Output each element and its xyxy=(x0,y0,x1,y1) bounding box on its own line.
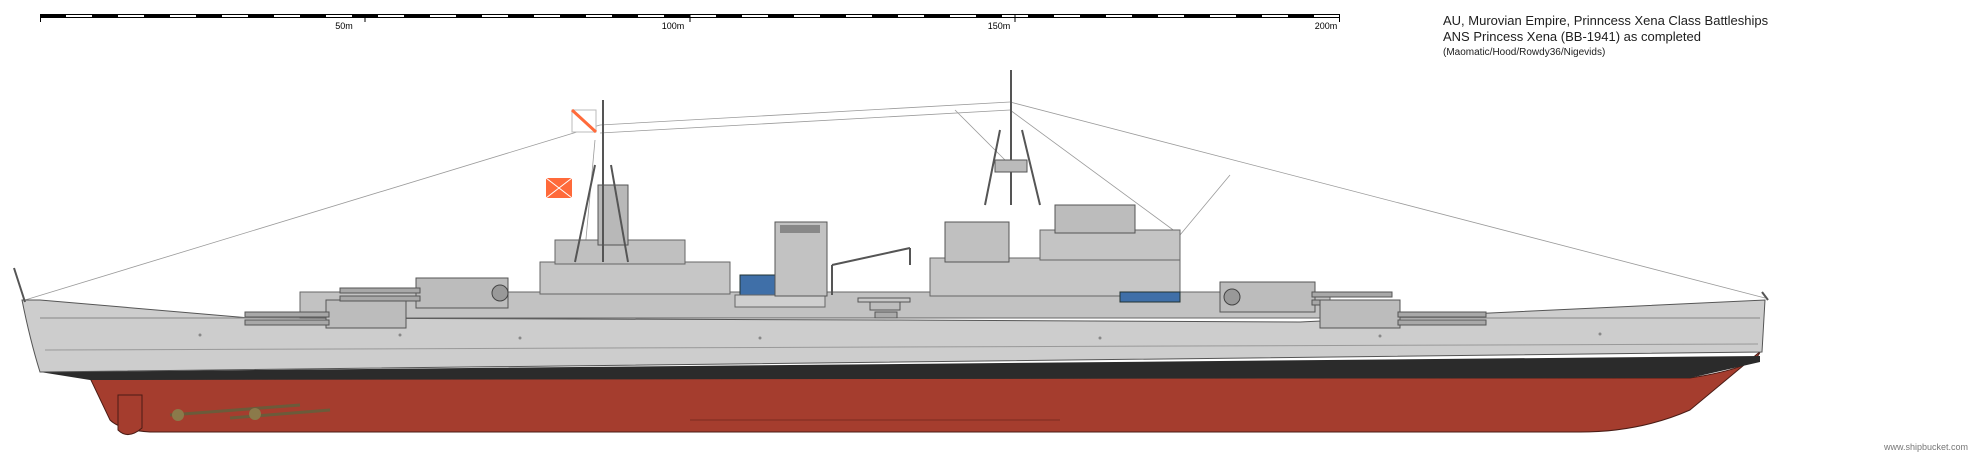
crane xyxy=(831,247,911,295)
turret-b xyxy=(339,277,509,309)
turret-d xyxy=(1319,299,1487,329)
title-line-2: ANS Princess Xena (BB-1941) as completed xyxy=(1443,29,1701,44)
credits: (Maomatic/Hood/Rowdy36/Nigevids) xyxy=(1443,47,1606,58)
scale-label-50m: 50m xyxy=(335,21,353,31)
boot-topping xyxy=(40,356,1760,380)
aft-superstructure xyxy=(929,204,1181,303)
title-block: AU, Murovian Empire, Prinncess Xena Clas… xyxy=(1443,13,1768,58)
rudder xyxy=(117,394,143,435)
portholes xyxy=(198,332,1602,340)
floatplane xyxy=(857,297,911,319)
waterline-stripe xyxy=(44,343,1759,351)
ensign-staff xyxy=(1761,291,1769,301)
propeller-shafts xyxy=(169,403,331,420)
turret-a xyxy=(244,299,407,329)
upper-hull xyxy=(21,299,1766,373)
funnel xyxy=(774,221,828,297)
masthead-ensign xyxy=(570,108,598,134)
propeller-1 xyxy=(172,409,184,421)
propeller-2 xyxy=(249,408,261,420)
jack-staff xyxy=(13,267,26,303)
mainmast xyxy=(984,70,1041,206)
scale-label-100m: 100m xyxy=(661,21,685,31)
scale-label-200m: 200m xyxy=(1314,21,1338,31)
signal-flag xyxy=(545,177,573,199)
scale-label-150m: 150m xyxy=(987,21,1011,31)
watermark: www.shipbucket.com xyxy=(1883,442,1968,452)
foremast xyxy=(574,100,629,263)
scale-bar xyxy=(40,14,1340,22)
title-line-1: AU, Murovian Empire, Prinncess Xena Clas… xyxy=(1443,13,1769,28)
rigging-lines xyxy=(24,101,1766,306)
